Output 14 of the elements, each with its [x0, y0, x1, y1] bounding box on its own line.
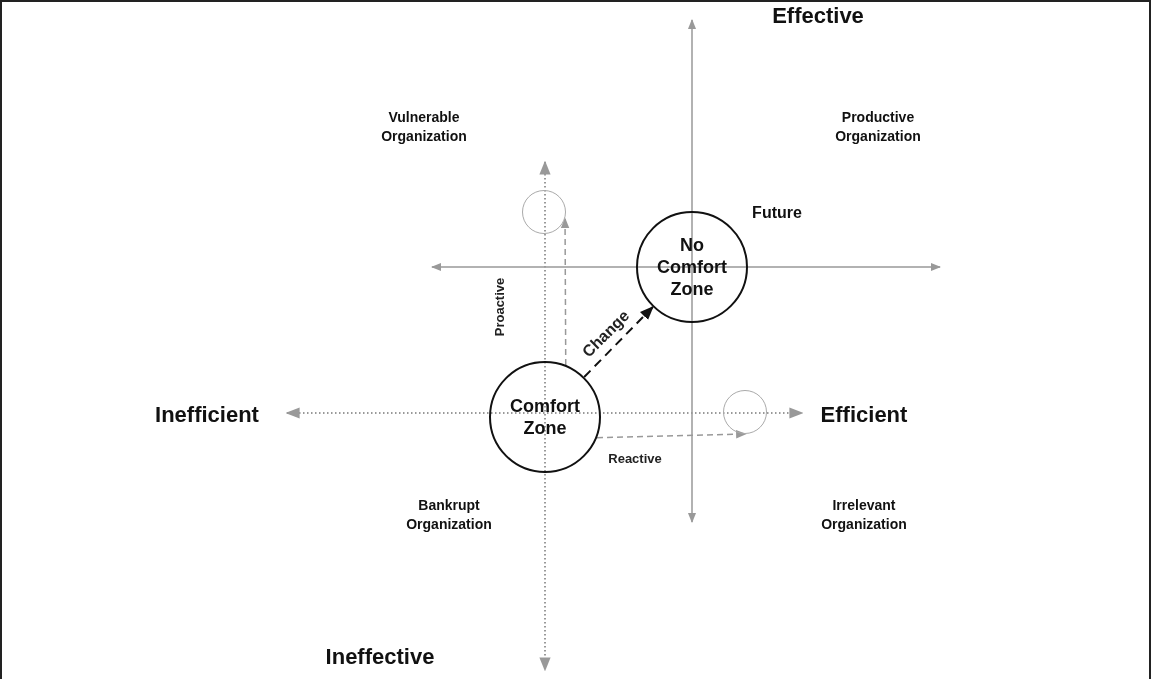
- axis-label: Efficient: [820, 402, 908, 428]
- zone-circle: No Comfort Zone: [636, 211, 748, 323]
- zone-circle: Comfort Zone: [489, 361, 601, 473]
- arrow: [560, 217, 570, 366]
- axis-label: Ineffective: [325, 644, 435, 670]
- arrow: [583, 306, 654, 378]
- quadrant-label: Vulnerable Organization: [380, 108, 468, 146]
- quadrant-label: Irrelevant Organization: [820, 496, 908, 534]
- quadrant-label: Productive Organization: [834, 108, 922, 146]
- quadrant-label: Bankrupt Organization: [405, 496, 493, 534]
- direction-label: Future: [752, 204, 802, 222]
- arrow: [596, 430, 747, 439]
- axis-label: Inefficient: [155, 402, 259, 428]
- axis-label: Effective: [772, 3, 864, 29]
